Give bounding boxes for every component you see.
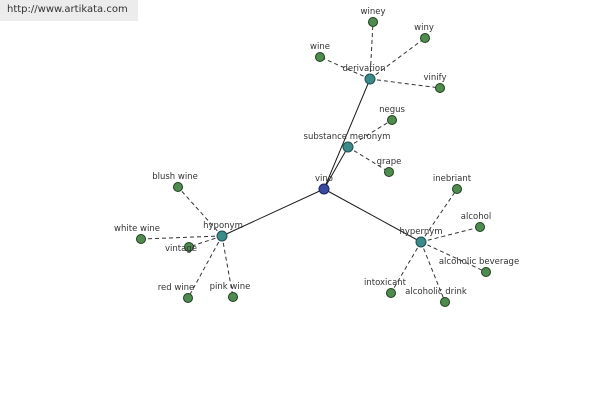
label-intoxicant: intoxicant (364, 278, 407, 288)
label-winey: winey (361, 7, 386, 17)
label-grape: grape (377, 157, 402, 167)
node-derivation[interactable] (364, 73, 376, 85)
label-hyponym: hyponym (203, 221, 243, 231)
watermark-url: http://www.artikata.com (7, 4, 128, 15)
edge-hypernym-alcoholic-beverage (420, 241, 487, 273)
edge-derivation-wine (319, 56, 371, 80)
node-white-wine[interactable] (136, 234, 146, 244)
label-blush-wine: blush wine (152, 172, 198, 182)
label-wine: wine (310, 42, 330, 52)
watermark-bar: http://www.artikata.com (0, 0, 138, 21)
edge-center-derivation (323, 78, 371, 190)
node-grape[interactable] (384, 167, 394, 177)
label-center: vino (315, 174, 333, 184)
edge-center-substance-meronym (323, 146, 349, 190)
edge-derivation-vinify (369, 78, 441, 89)
label-white-wine: white wine (114, 224, 160, 234)
node-alcohol[interactable] (475, 222, 485, 232)
label-vinify: vinify (423, 73, 446, 83)
edge-hyponym-pink-wine (221, 235, 234, 298)
node-red-wine[interactable] (183, 293, 193, 303)
node-intoxicant[interactable] (386, 288, 396, 298)
node-winy[interactable] (420, 33, 430, 43)
label-winy: winy (414, 23, 434, 33)
edge-hyponym-vintage (188, 235, 223, 248)
node-alcoholic-drink[interactable] (440, 297, 450, 307)
label-inebriant: inebriant (433, 174, 472, 184)
node-blush-wine[interactable] (173, 182, 183, 192)
edge-hypernym-alcohol (420, 226, 481, 243)
center-node[interactable] (318, 183, 330, 195)
label-pink-wine: pink wine (210, 282, 251, 292)
edge-derivation-winy (369, 37, 426, 80)
label-alcoholic-beverage: alcoholic beverage (439, 257, 519, 267)
edge-meronym-negus (347, 119, 393, 148)
label-alcohol: alcohol (461, 212, 491, 222)
edges (140, 21, 487, 303)
label-negus: negus (379, 105, 405, 115)
node-hypernym[interactable] (415, 236, 427, 248)
label-derivation: derivation (342, 64, 385, 74)
node-vintage[interactable] (184, 242, 194, 252)
node-hyponym[interactable] (216, 230, 228, 242)
edge-center-hyponym (221, 188, 325, 237)
node-substance-meronym[interactable] (342, 141, 354, 153)
edge-hyponym-blush-wine (177, 186, 223, 237)
label-substance-meronym: substance meronym (304, 132, 391, 142)
node-pink-wine[interactable] (228, 292, 238, 302)
edge-meronym-grape (347, 146, 390, 173)
edge-derivation-winey (369, 21, 374, 80)
nodes (136, 17, 491, 307)
labels: vino derivation substance meronym hypony… (114, 7, 519, 297)
edge-hyponym-white-wine (140, 235, 223, 240)
node-inebriant[interactable] (452, 184, 462, 194)
edge-hypernym-intoxicant (390, 241, 422, 294)
label-alcoholic-drink: alcoholic drink (405, 287, 467, 297)
edge-hyponym-red-wine (187, 235, 223, 299)
node-vinify[interactable] (435, 83, 445, 93)
edge-center-hypernym (323, 188, 422, 243)
edge-hypernym-alcoholic-drink (420, 241, 446, 303)
node-negus[interactable] (387, 115, 397, 125)
label-hypernym: hypernym (399, 227, 442, 237)
node-winey[interactable] (368, 17, 378, 27)
node-wine[interactable] (315, 52, 325, 62)
label-vintage: vintage (165, 244, 197, 254)
edge-hypernym-inebriant (420, 188, 458, 243)
node-alcoholic-beverage[interactable] (481, 267, 491, 277)
label-red-wine: red wine (158, 283, 195, 293)
